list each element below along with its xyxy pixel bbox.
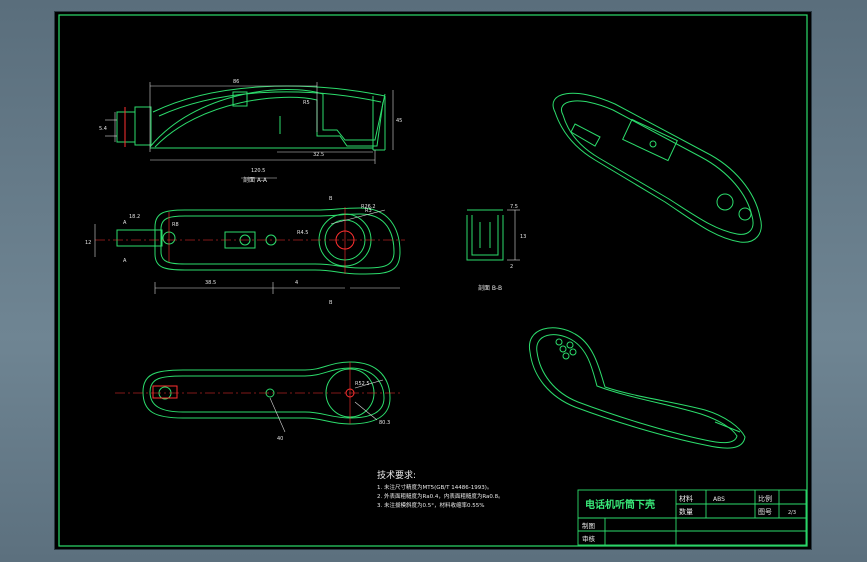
dim-label: R4.5 [297, 230, 308, 236]
dim-label: 80.3 [379, 420, 390, 426]
drawn-label: 制图 [582, 521, 595, 530]
material-label: 材料 [679, 494, 693, 503]
cad-drawing: 86 120.5 R5 32.5 45 5.4 18.2 R8 12 38.5 … [58, 14, 808, 547]
drawing-no-value: 2/3 [788, 510, 796, 516]
dim-label: R3 [365, 208, 372, 214]
checked-label: 审核 [582, 534, 596, 543]
dim-label: R26.2 [361, 204, 376, 210]
dim-label: 2 [510, 264, 513, 270]
title-block [577, 489, 807, 546]
part-name: 电话机听筒下壳 [585, 498, 655, 511]
dim-label: 45 [396, 118, 402, 124]
drawing-no-label: 图号 [758, 508, 772, 516]
dim-label: R52.5 [355, 381, 370, 387]
dim-label: 13 [520, 234, 526, 240]
section-aa-view [105, 82, 394, 179]
dim-label: 38.5 [205, 280, 216, 286]
dim-label: 120.5 [251, 168, 265, 174]
tech-heading: 技术要求: [377, 469, 416, 481]
dim-label: 4 [295, 280, 298, 286]
dim-label: 32.5 [313, 152, 324, 158]
dim-label: A [123, 220, 127, 226]
dim-label: 86 [233, 79, 239, 85]
top-view [94, 207, 405, 294]
dim-label: B [329, 300, 333, 306]
drawing-sheet: 86 120.5 R5 32.5 45 5.4 18.2 R8 12 38.5 … [55, 12, 811, 549]
dim-label: 12 [85, 240, 91, 246]
quantity-label: 数量 [679, 507, 693, 516]
isometric-view-inner [552, 92, 762, 243]
material-value: ABS [713, 496, 725, 503]
sheet-border [58, 14, 808, 547]
dim-label: A [123, 258, 127, 264]
dim-label: B [329, 196, 333, 202]
scale-label: 比例 [758, 494, 772, 503]
dim-label: 18.2 [129, 214, 140, 220]
tech-item: 2. 外表面粗糙度为Ra0.4，内表面粗糙度为Ra0.8。 [377, 492, 504, 500]
section-bb-label: 剖面 B-B [478, 284, 502, 292]
dim-label: 7.5 [510, 204, 518, 210]
section-bb-view [466, 209, 520, 261]
dim-label: 40 [277, 436, 283, 442]
technical-requirements: 技术要求: 1. 未注尺寸精度为MT5(GB/T 14486-1993)。 2.… [377, 469, 504, 509]
section-aa-label: 剖面 A-A [243, 176, 268, 184]
tech-item: 3. 未注拔模斜度为0.5°，材料收缩率0.55% [377, 501, 484, 509]
tech-item: 1. 未注尺寸精度为MT5(GB/T 14486-1993)。 [377, 483, 492, 491]
dim-label: R5 [303, 100, 310, 106]
bottom-view [115, 361, 400, 433]
dimension-labels: 86 120.5 R5 32.5 45 5.4 18.2 R8 12 38.5 … [85, 79, 526, 442]
dim-label: 5.4 [99, 126, 107, 132]
dim-label: R8 [172, 222, 179, 228]
isometric-view-outer [529, 327, 746, 449]
